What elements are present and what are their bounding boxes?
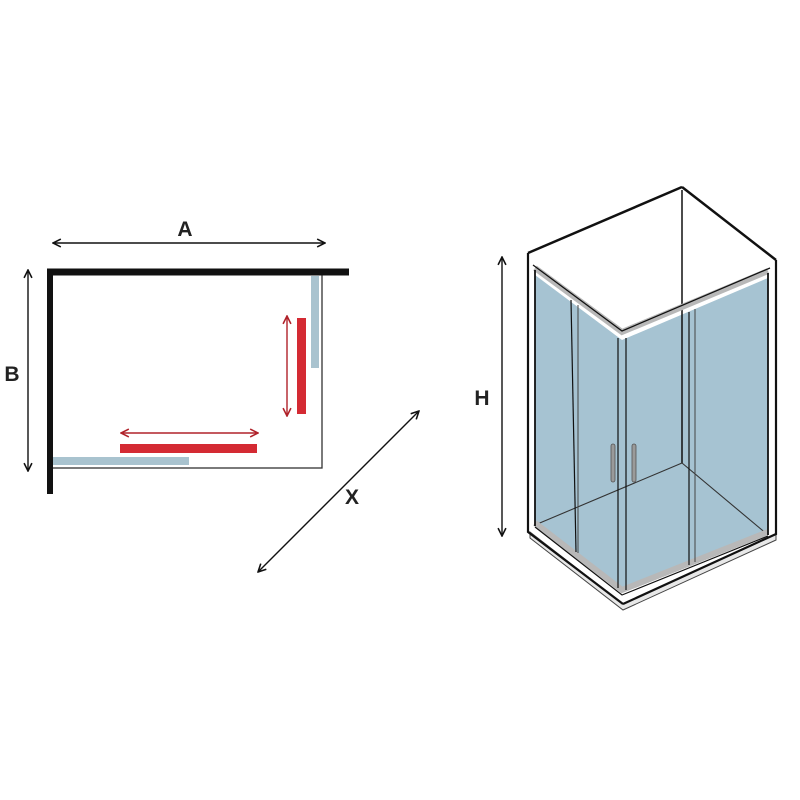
door-handle-right <box>631 443 637 483</box>
shower-tray-outline <box>49 271 323 469</box>
wall-top-edge-right <box>681 186 777 261</box>
interior-floor-edge-right <box>681 462 769 536</box>
sliding-door-side <box>297 318 306 414</box>
dimension-label-h: H <box>474 387 489 410</box>
bottom-profile <box>533 520 770 594</box>
fixed-glass-panel-front <box>53 457 189 465</box>
interior-floor-edge-left <box>534 462 683 526</box>
top-profile <box>533 265 770 336</box>
enclosure-frame-right <box>622 260 778 606</box>
dimension-label-a: A <box>177 218 192 241</box>
bottom-profile-outline <box>534 526 769 596</box>
top-profile-outline <box>532 264 771 332</box>
dimension-arrow-x <box>258 411 419 572</box>
plan-view: A B X <box>4 218 419 572</box>
enclosure-frame-left <box>526 253 624 605</box>
wall-top-edge-left <box>527 185 683 255</box>
door-edge-left-fixed <box>570 299 577 553</box>
dimension-label-b: B <box>4 363 19 386</box>
fixed-glass-panel-side <box>311 276 319 368</box>
perspective-view: H <box>474 185 778 611</box>
sliding-door-front <box>120 444 257 453</box>
dimension-label-x: X <box>345 486 359 509</box>
door-handle-left <box>610 443 616 483</box>
